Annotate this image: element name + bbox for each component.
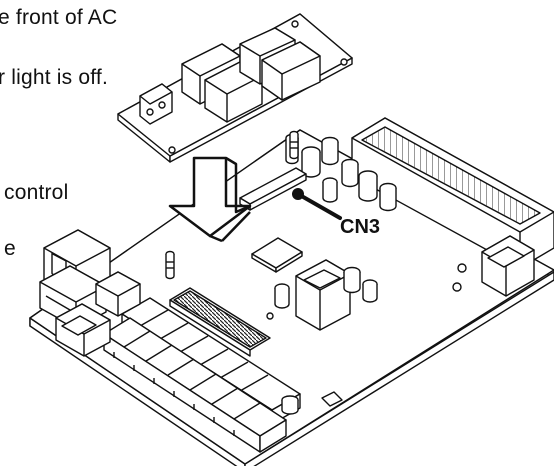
- board-edge-connector: [351, 117, 554, 269]
- instruction-line-1: e front of AC: [0, 6, 118, 29]
- left-connector-bottom: [55, 303, 111, 357]
- cn3-label: CN3: [340, 216, 380, 238]
- down-arrow-icon: [168, 156, 252, 243]
- standoff-left: [165, 250, 175, 280]
- callout-dot-icon: [292, 188, 304, 200]
- terminal-block: [139, 83, 173, 125]
- header-strip: [239, 167, 307, 211]
- ic-chip: [251, 237, 303, 273]
- relay-4: [261, 41, 321, 101]
- cn3-callout: CN3: [292, 188, 380, 238]
- standoff-right: [289, 130, 299, 160]
- terminal-strip-lower: [103, 317, 287, 453]
- instruction-line-3: control: [4, 181, 69, 204]
- daughter-board: [117, 13, 353, 163]
- left-block-right: [95, 271, 141, 317]
- board-clip: [321, 391, 343, 407]
- instruction-line-4: e: [4, 237, 16, 260]
- right-connector: [481, 235, 535, 297]
- pin-header: [169, 287, 271, 357]
- center-relay: [274, 259, 378, 331]
- small-component: [281, 395, 299, 415]
- instruction-line-2: r light is off.: [0, 66, 108, 89]
